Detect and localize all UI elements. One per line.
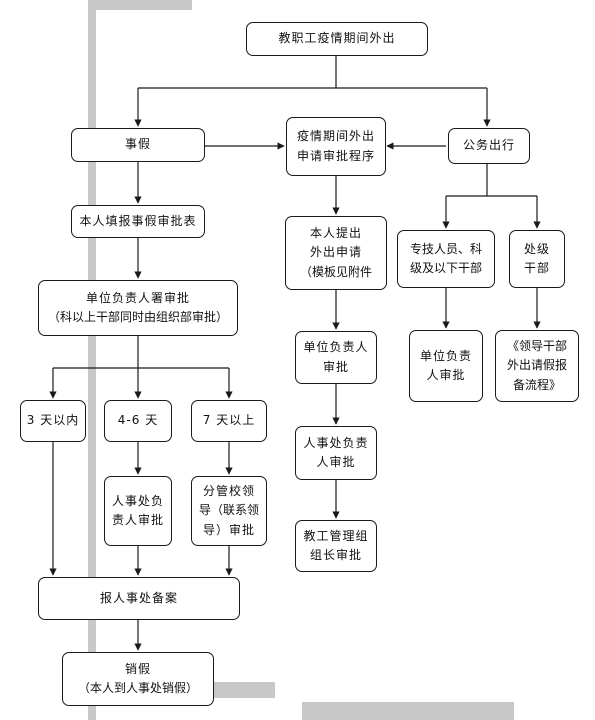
staff-and-junior-cadres-line-2: 级及以下干部 [409,261,482,275]
school-leader-approval-line-1: 分管校领 [202,484,255,499]
leader-leave-process-line-2: 外出请假报 [506,358,567,373]
within-3-days-text: 3 天以内 [26,413,80,428]
leader-leave-process-node: 《领导干部 外出请假报 备流程》 [495,330,579,402]
days-7-plus-text: 7 天以上 [202,413,256,428]
self-application-line-2: 外出申请 [309,245,362,260]
business-trip-node: 公务出行 [448,128,530,164]
division-level-cadres-node: 处级 干部 [509,230,565,288]
gray-strip-top-left [88,0,96,720]
hr-head-approval-left-node: 人事处负 责人审批 [104,476,172,546]
leader-leave-process-line-1: 《领导干部 [506,339,567,354]
cancel-leave-line-2: （本人到人事处销假） [77,681,198,695]
staff-unit-head-approval-line-1: 单位负责 [419,348,472,363]
staff-and-junior-cadres-node: 专技人员、科 级及以下干部 [397,230,495,288]
middle-hr-head-approval-node: 人事处负责 人审批 [295,426,377,480]
personal-leave-node: 事假 [71,128,205,162]
hr-head-approval-left-line-2: 责人审批 [111,513,164,527]
application-procedure-line-1: 疫情期间外出 [296,129,375,144]
business-trip-text: 公务出行 [462,138,515,153]
gray-strip-bottom-left [207,682,275,698]
staff-unit-head-approval-node: 单位负责 人审批 [409,330,483,402]
unit-head-approval-line-2: （科以上干部同时由组织部审批） [47,310,228,324]
hr-filing-text: 报人事处备案 [99,590,178,605]
leader-leave-process-line-3: 备流程》 [512,377,561,392]
unit-head-approval-line-1: 单位负责人署审批 [85,290,190,305]
hr-filing-node: 报人事处备案 [38,577,240,620]
gray-strip-top [88,0,192,10]
cancel-leave-node: 销假 （本人到人事处销假） [62,652,214,706]
days-4-6-text: 4-6 天 [117,413,159,428]
faculty-group-approval-node: 教工管理组 组长审批 [295,520,377,572]
hr-head-approval-left-line-1: 人事处负 [111,493,164,508]
division-level-cadres-line-2: 干部 [523,261,550,275]
within-3-days-node: 3 天以内 [20,400,86,442]
fill-leave-form-node: 本人填报事假审批表 [71,205,205,238]
application-procedure-line-2: 申请审批程序 [296,148,375,163]
self-application-node: 本人提出 外出申请 （模板见附件 [285,216,387,290]
staff-unit-head-approval-line-2: 人审批 [426,368,466,382]
self-application-line-1: 本人提出 [309,226,362,241]
division-level-cadres-line-1: 处级 [523,241,550,256]
school-leader-approval-line-2: 导（联系领 [198,503,259,518]
middle-hr-head-approval-line-1: 人事处负责 [303,435,369,450]
application-procedure-node: 疫情期间外出 申请审批程序 [286,117,386,176]
middle-hr-head-approval-line-2: 人审批 [316,455,356,469]
faculty-group-approval-line-2: 组长审批 [309,548,362,562]
cancel-leave-line-1: 销假 [124,661,151,676]
title-node: 教职工疫情期间外出 [246,22,428,56]
faculty-group-approval-line-1: 教工管理组 [303,528,369,543]
personal-leave-text: 事假 [124,137,151,152]
fill-leave-form-text: 本人填报事假审批表 [79,213,197,228]
days-4-6-node: 4-6 天 [104,400,172,442]
middle-unit-head-approval-line-1: 单位负责人 [303,340,369,355]
gray-strip-bottom [302,702,514,720]
unit-head-approval-node: 单位负责人署审批 （科以上干部同时由组织部审批） [38,280,238,336]
days-7-plus-node: 7 天以上 [191,400,267,442]
self-application-line-3: （模板见附件 [299,264,372,279]
middle-unit-head-approval-node: 单位负责人 审批 [295,331,377,384]
title-text: 教职工疫情期间外出 [278,31,396,46]
school-leader-approval-node: 分管校领 导（联系领 导）审批 [191,476,267,546]
school-leader-approval-line-3: 导）审批 [202,522,255,537]
middle-unit-head-approval-line-2: 审批 [322,359,349,374]
staff-and-junior-cadres-line-1: 专技人员、科 [409,241,482,256]
